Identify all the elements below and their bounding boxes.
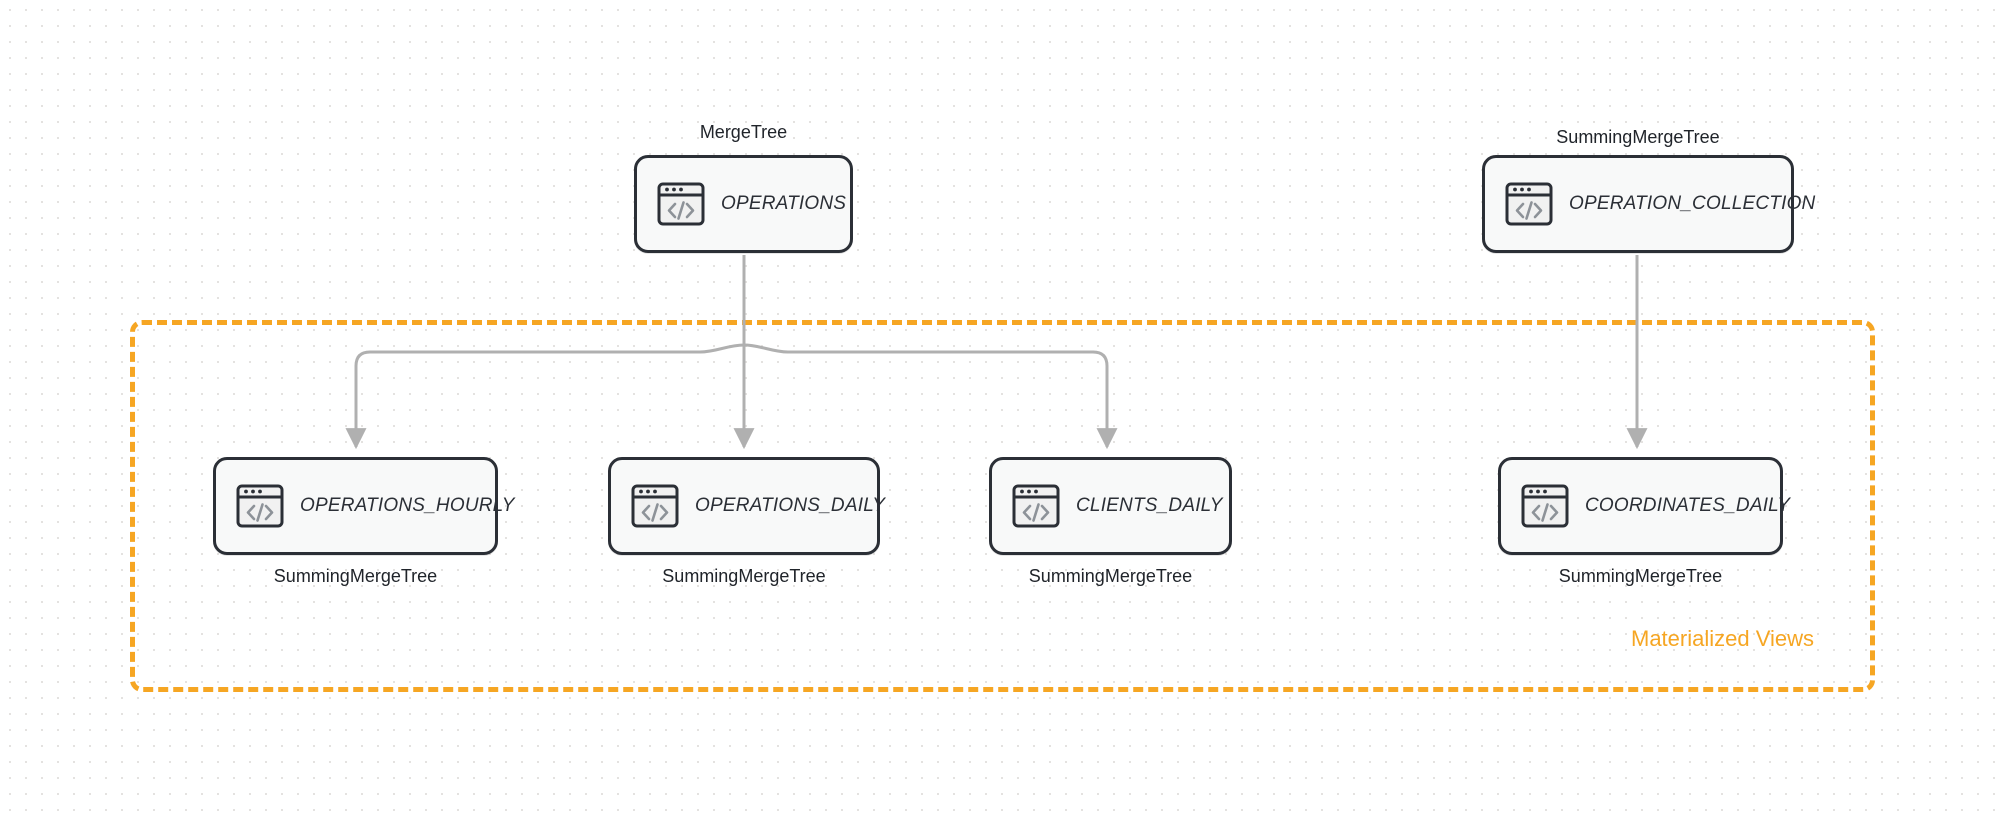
- code-window-icon: [236, 484, 284, 528]
- node-label-operations-daily: OPERATIONS_DAILY: [695, 495, 886, 516]
- node-coordinates-daily[interactable]: COORDINATES_DAILY: [1498, 457, 1790, 555]
- node-operation-collection[interactable]: OPERATION_COLLECTION: [1482, 155, 1815, 253]
- node-label-coordinates-daily: COORDINATES_DAILY: [1585, 495, 1791, 516]
- node-label-operations: OPERATIONS: [721, 193, 847, 214]
- materialized-views-group-label: Materialized Views: [1631, 626, 1815, 651]
- engine-label-operations-hourly: SummingMergeTree: [273, 566, 438, 586]
- engine-label-operations-daily: SummingMergeTree: [662, 566, 826, 586]
- engine-label-operation-collection: SummingMergeTree: [1556, 127, 1720, 147]
- materialized-views-group: [130, 320, 1875, 692]
- engine-label-coordinates-daily: SummingMergeTree: [1558, 566, 1723, 586]
- node-operations-hourly[interactable]: OPERATIONS_HOURLY: [213, 457, 514, 555]
- code-window-icon: [1521, 484, 1569, 528]
- node-label-clients-daily: CLIENTS_DAILY: [1076, 495, 1223, 516]
- node-label-operation-collection: OPERATION_COLLECTION: [1569, 193, 1816, 214]
- code-window-icon: [657, 182, 705, 226]
- node-operations[interactable]: OPERATIONS: [634, 155, 853, 253]
- code-window-icon: [1505, 182, 1553, 226]
- engine-label-clients-daily: SummingMergeTree: [1028, 566, 1193, 586]
- node-label-operations-hourly: OPERATIONS_HOURLY: [300, 495, 515, 516]
- code-window-icon: [631, 484, 679, 528]
- engine-label-operations: MergeTree: [699, 122, 788, 142]
- node-operations-daily[interactable]: OPERATIONS_DAILY: [608, 457, 885, 555]
- node-clients-daily[interactable]: CLIENTS_DAILY: [989, 457, 1232, 555]
- code-window-icon: [1012, 484, 1060, 528]
